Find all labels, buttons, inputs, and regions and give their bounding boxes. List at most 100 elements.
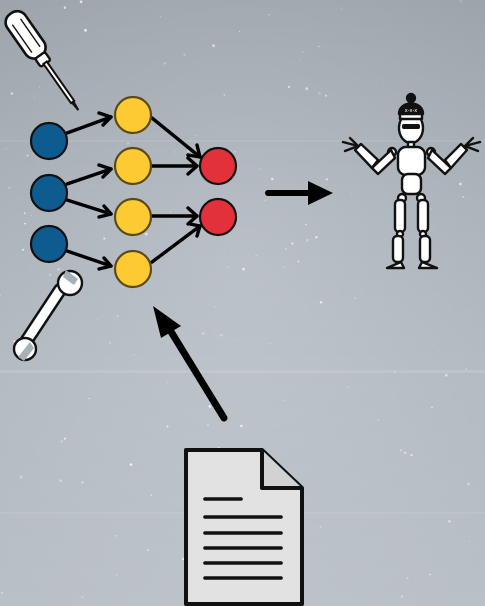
sparkle [468, 540, 471, 543]
sparkle [0, 294, 1, 297]
sparkle [166, 381, 168, 383]
sparkle [319, 526, 321, 528]
sparkle [305, 223, 307, 226]
sparkle [166, 425, 169, 428]
sparkle [59, 479, 63, 483]
sparkle [382, 82, 384, 84]
sparkle [133, 354, 135, 356]
screwdriver-icon [4, 9, 80, 111]
sparkle [433, 344, 435, 345]
sparkle [459, 182, 462, 186]
sparkle [214, 306, 216, 308]
sparkle [212, 44, 215, 48]
sparkle [30, 214, 32, 217]
sparkle [81, 596, 84, 599]
edge [65, 111, 113, 135]
sparkle [0, 591, 3, 594]
sparkle [158, 308, 160, 310]
sparkle [187, 150, 189, 153]
sparkle [341, 8, 343, 10]
sparkle [324, 94, 327, 97]
sparkle [234, 151, 236, 153]
sparkle [400, 595, 404, 598]
sparkle [115, 574, 118, 576]
sparkle [429, 573, 431, 576]
sparkle [128, 579, 130, 581]
edge [65, 198, 113, 219]
sparkle [81, 22, 83, 24]
sparkle [269, 343, 271, 345]
sparkle [142, 604, 144, 606]
sparkle [237, 339, 239, 341]
sparkle [465, 368, 468, 370]
sparkle [319, 300, 323, 304]
hidden-layer [113, 95, 153, 289]
output-layer [198, 146, 238, 237]
sparkle [60, 440, 64, 443]
sparkle [96, 319, 98, 321]
sparkle [39, 86, 41, 88]
sparkle [214, 332, 216, 334]
wooden-mannequin-icon: x-x-x [341, 92, 482, 270]
sparkle [394, 371, 396, 374]
sparkle [255, 254, 257, 257]
sparkle [19, 475, 23, 479]
network-edges [65, 111, 202, 271]
edge [65, 163, 113, 186]
sparkle [300, 59, 301, 61]
sparkle [181, 557, 185, 561]
sparkle [462, 196, 465, 198]
sparkle [144, 232, 148, 236]
wrench-icon [12, 269, 84, 362]
sparkle [8, 186, 11, 189]
sparkle [283, 266, 285, 268]
sparkle [315, 235, 318, 239]
sparkle [57, 267, 61, 271]
hidden-node [113, 146, 153, 186]
sparkle [163, 62, 167, 65]
svg-text:x-x-x: x-x-x [405, 108, 418, 114]
sparkle [467, 482, 470, 486]
hidden-node [113, 197, 153, 237]
sparkle [195, 134, 198, 137]
sparkle [114, 534, 117, 537]
sparkle [316, 4, 318, 6]
sparkle [116, 315, 119, 318]
sparkle [238, 30, 241, 33]
sparkle [33, 97, 35, 99]
input-node [29, 173, 69, 213]
edge [65, 249, 113, 271]
sparkle [183, 53, 186, 56]
sparkle [445, 374, 448, 377]
sparkle [464, 311, 466, 313]
sparkle [283, 399, 286, 402]
sparkle [26, 154, 29, 157]
sparkle [259, 168, 262, 170]
sparkle [410, 454, 413, 457]
sparkle [88, 397, 90, 400]
sparkle [377, 419, 379, 421]
sparkle [305, 238, 309, 242]
output-node [198, 197, 238, 237]
sparkle [159, 16, 161, 18]
input-layer [29, 121, 69, 264]
sparkle [63, 6, 67, 9]
sparkle [223, 93, 226, 96]
sparkle [295, 232, 297, 234]
sparkle [264, 199, 266, 201]
input-node [29, 224, 69, 264]
sparkle [147, 549, 150, 552]
sparkle [150, 494, 153, 497]
sparkle [268, 13, 270, 16]
input-arrow [153, 306, 228, 422]
hidden-node [113, 95, 153, 135]
sparkle [240, 424, 243, 428]
sparkle [301, 51, 304, 54]
sparkle [325, 178, 329, 181]
sparkle [226, 266, 229, 268]
sparkle [219, 333, 223, 337]
sparkle [347, 386, 349, 388]
sparkle [271, 177, 274, 181]
sparkle [285, 248, 287, 250]
